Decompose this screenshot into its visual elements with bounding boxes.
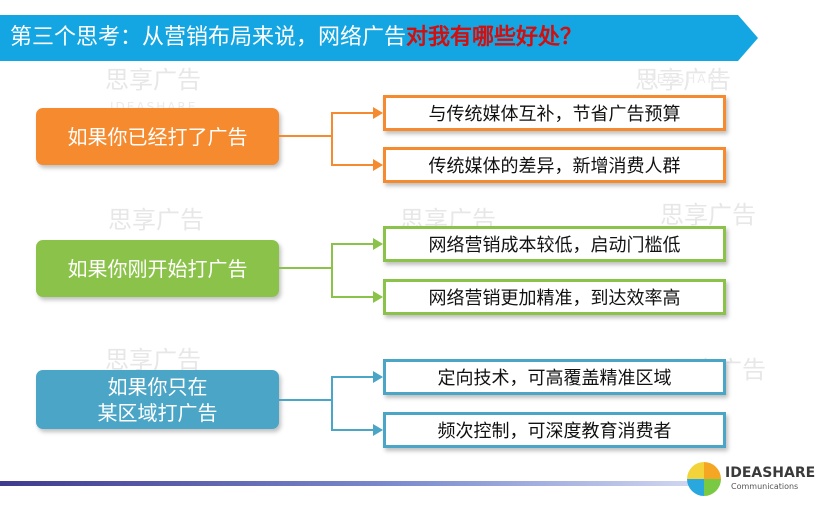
connector-line [331, 376, 333, 431]
benefit-item: 网络营销更加精准，到达效率高 [383, 279, 726, 315]
watermark-cn: 思享广告 [105, 66, 201, 94]
category-label: 如果你已经打了广告 [67, 124, 248, 149]
watermark-en: IDEASHARE [640, 72, 728, 86]
category-label: 如果你刚开始打广告 [67, 256, 248, 281]
benefit-item: 频次控制，可深度教育消费者 [383, 412, 726, 448]
title-highlight: 对我有哪些好处？ [406, 25, 583, 50]
category-box-regional: 如果你只在 某区域打广告 [36, 370, 279, 429]
watermark-cn: 思享广告 [105, 346, 201, 374]
connector-line [279, 399, 332, 401]
category-label-line1: 如果你只在 [107, 374, 208, 399]
connector-line [331, 429, 375, 431]
arrow-icon [373, 238, 383, 250]
connector-line [331, 243, 375, 245]
connector-line [331, 112, 375, 114]
benefit-text: 传统媒体的差异，新增消费人群 [428, 156, 681, 177]
category-box-just-starting: 如果你刚开始打广告 [36, 240, 279, 297]
connector-line [331, 296, 375, 298]
benefit-text: 频次控制，可深度教育消费者 [437, 421, 672, 442]
watermark-cn: 思享广告 [108, 206, 204, 234]
footer-bar [0, 481, 690, 486]
page-title: 第三个思考：从营销布局来说，网络广告对我有哪些好处？ [10, 20, 582, 56]
category-box-already-advertising: 如果你已经打了广告 [36, 108, 279, 165]
connector-line [279, 135, 332, 137]
benefit-text: 与传统媒体互补，节省广告预算 [428, 104, 681, 125]
benefit-item: 传统媒体的差异，新增消费人群 [383, 147, 726, 183]
benefit-item: 网络营销成本较低，启动门槛低 [383, 226, 726, 262]
category-label-line2: 某区域打广告 [97, 400, 218, 425]
arrow-icon [373, 424, 383, 436]
connector-line [331, 376, 375, 378]
arrow-icon [373, 107, 383, 119]
logo-name: IDEASHARE [725, 465, 816, 481]
watermark-cn: 思享广告 [660, 201, 756, 229]
connector-line [331, 112, 333, 166]
title-banner [0, 15, 758, 61]
connector-line [331, 243, 333, 298]
arrow-icon [373, 291, 383, 303]
connector-line [331, 164, 375, 166]
logo-subtitle: Communications [731, 482, 799, 491]
benefit-item: 定向技术，可高覆盖精准区域 [383, 359, 726, 395]
benefit-item: 与传统媒体互补，节省广告预算 [383, 95, 726, 131]
benefit-text: 网络营销更加精准，到达效率高 [428, 288, 681, 309]
arrow-icon [373, 371, 383, 383]
benefit-text: 网络营销成本较低，启动门槛低 [428, 235, 681, 256]
benefit-text: 定向技术，可高覆盖精准区域 [437, 368, 672, 389]
connector-line [279, 267, 332, 269]
logo-icon [687, 462, 721, 496]
arrow-icon [373, 159, 383, 171]
watermark-cn: 思享广告 [635, 66, 731, 94]
title-main: 第三个思考：从营销布局来说，网络广告 [10, 25, 407, 50]
